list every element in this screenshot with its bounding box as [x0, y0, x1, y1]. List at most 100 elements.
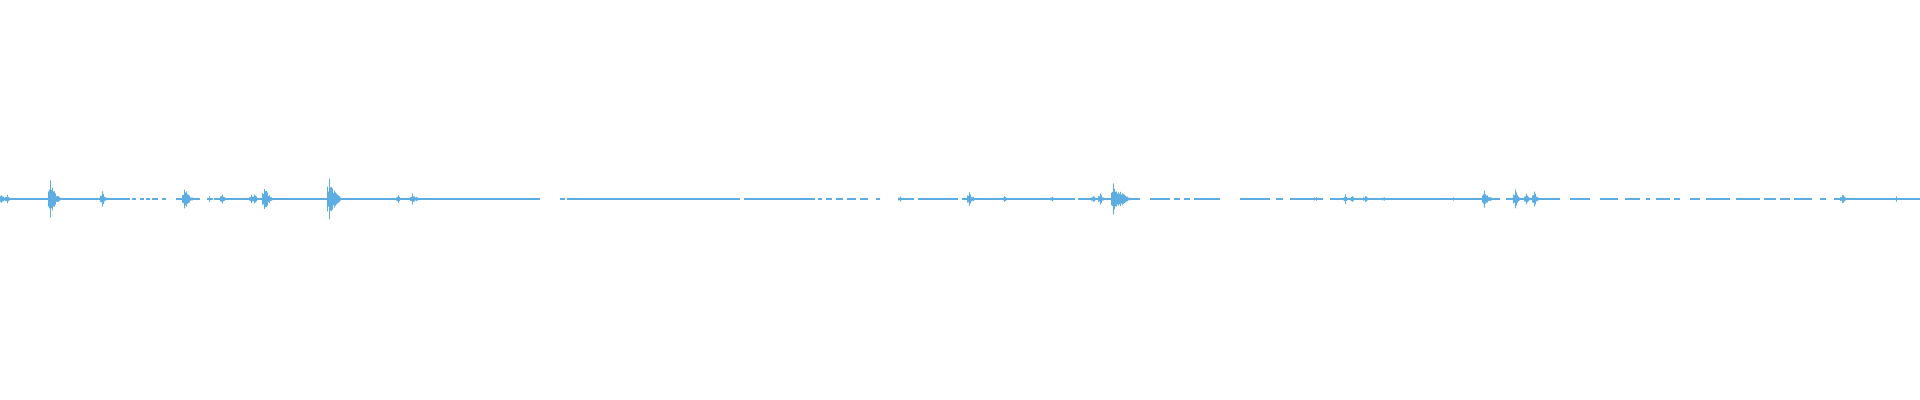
- waveform-baseline-segment: [1736, 198, 1760, 200]
- waveform-sample-bar: [266, 190, 267, 208]
- waveform-sample-bar: [1101, 195, 1102, 203]
- waveform-baseline-segment: [1690, 198, 1700, 200]
- waveform-sample-bar: [1368, 198, 1369, 200]
- waveform-sample-bar: [1351, 197, 1352, 201]
- waveform-sample-bar: [334, 190, 335, 208]
- waveform-sample-bar: [1053, 197, 1054, 201]
- waveform-sample-bar: [1126, 196, 1127, 202]
- waveform-sample-bar: [396, 197, 397, 201]
- waveform-sample-bar: [1121, 194, 1122, 204]
- waveform-sample-bar: [1386, 198, 1387, 200]
- waveform-sample-bar: [976, 198, 977, 200]
- waveform-baseline-segment: [744, 198, 815, 200]
- waveform-sample-bar: [1385, 198, 1386, 200]
- waveform-sample-bar: [187, 194, 188, 204]
- waveform-sample-bar: [1516, 192, 1517, 206]
- waveform-sample-bar: [1845, 197, 1846, 201]
- waveform-sample-bar: [898, 197, 899, 201]
- waveform-sample-bar: [1345, 194, 1346, 204]
- waveform-sample-bar: [221, 196, 222, 202]
- waveform-sample-bar: [969, 192, 970, 206]
- waveform-sample-bar: [1486, 195, 1487, 203]
- waveform-sample-bar: [1491, 197, 1492, 201]
- waveform-sample-bar: [223, 196, 224, 202]
- waveform-sample-bar: [1131, 198, 1132, 200]
- waveform-sample-bar: [270, 197, 271, 201]
- waveform-sample-bar: [337, 194, 338, 204]
- waveform-sample-bar: [1364, 197, 1365, 201]
- waveform-sample-bar: [265, 190, 266, 208]
- waveform-sample-bar: [368, 197, 369, 201]
- waveform-sample-bar: [421, 198, 422, 200]
- waveform-sample-bar: [105, 197, 106, 201]
- waveform-sample-bar: [1350, 197, 1351, 201]
- waveform-sample-bar: [49, 189, 50, 209]
- waveform-sample-bar: [420, 198, 421, 200]
- waveform-sample-bar: [192, 197, 193, 201]
- waveform-baseline-segment: [567, 198, 740, 200]
- waveform-sample-bar: [52, 187, 53, 211]
- waveform-sample-bar: [332, 188, 333, 210]
- waveform-sample-bar: [1004, 196, 1005, 202]
- waveform-baseline-segment: [818, 198, 822, 200]
- waveform-sample-bar: [1383, 197, 1384, 201]
- waveform-sample-bar: [1451, 198, 1452, 200]
- waveform-sample-bar: [1897, 198, 1898, 200]
- waveform-sample-bar: [9, 197, 10, 201]
- waveform-sample-bar: [367, 198, 368, 200]
- waveform-sample-bar: [1534, 191, 1535, 207]
- waveform-sample-bar: [50, 180, 51, 218]
- waveform-sample-bar: [1526, 193, 1527, 205]
- waveform-baseline-segment: [0, 198, 130, 200]
- waveform-baseline-segment: [876, 198, 880, 200]
- waveform-baseline-segment: [146, 198, 150, 200]
- waveform-sample-bar: [250, 197, 251, 201]
- waveform-sample-bar: [1008, 198, 1009, 200]
- waveform-sample-bar: [1490, 197, 1491, 201]
- waveform-sample-bar: [967, 195, 968, 203]
- waveform-sample-bar: [1456, 198, 1457, 200]
- waveform-sample-bar: [182, 195, 183, 203]
- waveform-sample-bar: [269, 195, 270, 203]
- waveform-sample-bar: [1319, 198, 1320, 200]
- waveform-sample-bar: [904, 198, 905, 200]
- waveform-sample-bar: [1347, 197, 1348, 201]
- waveform-sample-bar: [1050, 197, 1051, 201]
- waveform-sample-bar: [399, 196, 400, 202]
- waveform-baseline-segment: [1674, 198, 1680, 200]
- waveform-sample-bar: [418, 197, 419, 201]
- waveform-sample-bar: [104, 196, 105, 202]
- waveform-sample-bar: [1452, 198, 1453, 200]
- waveform-sample-bar: [370, 198, 371, 200]
- waveform-baseline-segment: [132, 198, 136, 200]
- waveform-sample-bar: [56, 196, 57, 202]
- waveform-sample-bar: [1384, 197, 1385, 201]
- waveform-sample-bar: [3, 196, 4, 202]
- waveform-sample-bar: [1535, 193, 1536, 205]
- waveform-sample-bar: [57, 196, 58, 202]
- waveform-sample-bar: [2, 196, 3, 202]
- waveform-sample-bar: [249, 197, 250, 201]
- waveform-sample-bar: [1844, 196, 1845, 202]
- waveform-sample-bar: [905, 198, 906, 200]
- waveform-sample-bar: [1527, 195, 1528, 203]
- waveform-sample-bar: [1116, 191, 1117, 207]
- waveform-sample-bar: [973, 196, 974, 202]
- waveform-sample-bar: [1898, 198, 1899, 200]
- waveform-sample-bar: [207, 197, 208, 201]
- waveform-sample-bar: [1453, 197, 1454, 201]
- waveform-baseline-segment: [1078, 198, 1100, 200]
- waveform-sample-bar: [1896, 196, 1897, 202]
- waveform-sample-bar: [1489, 197, 1490, 201]
- waveform-baseline-segment: [847, 198, 856, 200]
- waveform-sample-bar: [0, 196, 1, 202]
- waveform-baseline-segment: [1330, 198, 1500, 200]
- waveform-sample-bar: [329, 178, 330, 220]
- waveform-sample-bar: [102, 191, 103, 207]
- waveform-sample-bar: [1099, 196, 1100, 202]
- waveform-sample-bar: [900, 196, 901, 202]
- waveform-baseline-segment: [1174, 198, 1180, 200]
- waveform-sample-bar: [1344, 196, 1345, 202]
- waveform-sample-bar: [267, 192, 268, 206]
